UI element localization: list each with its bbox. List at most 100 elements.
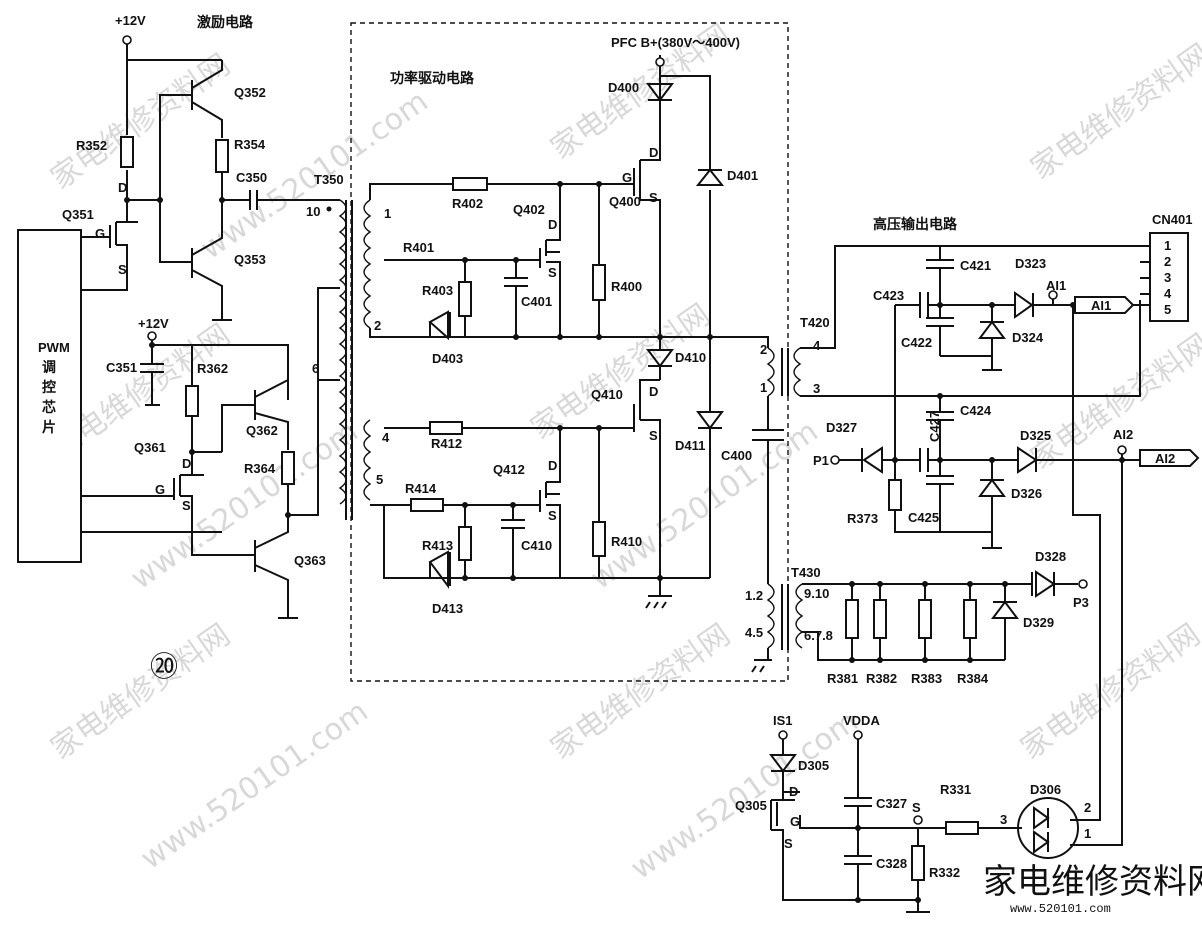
component-label: 1 <box>1084 826 1091 841</box>
component-label: 2 <box>760 342 767 357</box>
component-label: Q362 <box>246 423 278 438</box>
watermark-url: www.520101.com <box>625 704 865 887</box>
component-label: R403 <box>422 283 453 298</box>
component-label: 1 <box>384 206 391 221</box>
component-label: R410 <box>611 534 642 549</box>
figure-number: ⑳ <box>150 650 178 683</box>
component-label: 2 <box>374 318 381 333</box>
component-label: 4.5 <box>745 625 763 640</box>
watermark-cn: 家电维修资料网 <box>1015 617 1202 766</box>
excite-circuit: +12V R352 Q352 R354 C350 Q353 Q351 D G S… <box>62 13 340 683</box>
rail-12v: +12V <box>115 13 146 28</box>
component-label: R373 <box>847 511 878 526</box>
component-label: D305 <box>798 758 829 773</box>
component-label: G <box>790 814 800 829</box>
component-label: CN401 <box>1152 212 1192 227</box>
component-label: S <box>182 498 191 513</box>
component-label: R400 <box>611 279 642 294</box>
component-label: D <box>649 145 658 160</box>
component-label: T350 <box>314 172 344 187</box>
component-label: G <box>622 170 632 185</box>
watermark-cn: 家电维修资料网 <box>545 617 737 766</box>
component-label: C423 <box>873 288 904 303</box>
component-label: 1 <box>760 380 767 395</box>
pfc-label: PFC B+(380V～400V) <box>611 35 740 50</box>
ic-char: 调 <box>42 360 56 376</box>
ic-char: 片 <box>42 419 56 436</box>
pwm-text: PWM <box>38 340 70 355</box>
component-label: Q361 <box>134 440 166 455</box>
component-label: R381 <box>827 671 858 686</box>
component-label: C425 <box>908 510 939 525</box>
component-label: 5 <box>376 472 383 487</box>
hv-output-circuit: C421 D323 C423 C422 D324 AI1 AI1 CN401 1… <box>813 212 1200 846</box>
title-hv-output: 高压输出电路 <box>873 216 958 233</box>
t430-transformer: T430 1.2 4.5 9.10 6.7.8 D328 P3 D329 R38… <box>745 549 1089 686</box>
component-label: VDDA <box>843 713 880 728</box>
protection-circuit: IS1 D305 Q305 D G S VDDA C327 C328 S R33… <box>735 713 1091 913</box>
component-label: Q363 <box>294 553 326 568</box>
component-label: AI1 <box>1046 278 1066 293</box>
component-label: 5 <box>1164 302 1171 317</box>
component-label: S <box>649 190 658 205</box>
component-label: R362 <box>197 361 228 376</box>
ic-char: 芯 <box>42 399 56 416</box>
component-label: D <box>548 458 557 473</box>
component-label: D325 <box>1020 428 1051 443</box>
component-label: D410 <box>675 350 706 365</box>
upper-drive: R402 R401 R403 C401 Q402 D S R400 D403 Q… <box>369 55 758 506</box>
component-label: AI1 <box>1091 298 1111 313</box>
component-label: R384 <box>957 671 989 686</box>
rail-12v-b: +12V <box>138 316 169 331</box>
component-label: D <box>789 784 798 799</box>
component-label: Q410 <box>591 387 623 402</box>
t420-transformer: C400 2 1 4 3 T420 <box>710 245 1150 584</box>
component-label: D329 <box>1023 615 1054 630</box>
component-label: D413 <box>432 601 463 616</box>
pwm-chip: PWM 调 控 芯 片 <box>17 229 82 563</box>
component-label: R402 <box>452 196 483 211</box>
component-label: R331 <box>940 782 971 797</box>
component-label: D401 <box>727 168 758 183</box>
component-label: R354 <box>234 137 266 152</box>
component-label: P3 <box>1073 595 1089 610</box>
component-label: G <box>155 482 165 497</box>
component-label: Q352 <box>234 85 266 100</box>
component-label: D <box>182 456 191 471</box>
component-label: D403 <box>432 351 463 366</box>
component-label: C424 <box>960 403 992 418</box>
component-label: 6 <box>312 361 319 376</box>
component-label: C327 <box>876 796 907 811</box>
component-label: S <box>548 265 557 280</box>
component-label: D <box>548 217 557 232</box>
component-label: S <box>548 508 557 523</box>
component-label: Q353 <box>234 252 266 267</box>
component-label: 2 <box>1084 800 1091 815</box>
component-label: C410 <box>521 538 552 553</box>
component-label: S <box>784 836 793 851</box>
title-power-drive: 功率驱动电路 <box>390 70 475 87</box>
watermark-cn: 家电维修资料网 <box>525 297 717 446</box>
component-label: R332 <box>929 865 960 880</box>
component-label: D326 <box>1011 486 1042 501</box>
component-label: 3 <box>813 381 820 396</box>
component-label: AI2 <box>1113 427 1133 442</box>
logo-url: www.520101.com <box>1010 902 1111 916</box>
component-label: R352 <box>76 138 107 153</box>
component-label: G <box>95 226 105 241</box>
component-label: Q400 <box>609 194 641 209</box>
component-label: 1 <box>1164 238 1171 253</box>
component-label: AI2 <box>1155 451 1175 466</box>
component-label: 3 <box>1164 270 1171 285</box>
component-label: D <box>118 180 127 195</box>
component-label: P1 <box>813 453 829 468</box>
component-label: 4 <box>382 430 390 445</box>
component-label: T420 <box>800 315 830 330</box>
component-label: R364 <box>244 461 276 476</box>
component-label: R382 <box>866 671 897 686</box>
title-excite: 激励电路 <box>197 14 254 31</box>
ic-char: 控 <box>42 379 56 396</box>
watermark-cn: 家电维修资料网 <box>1025 327 1202 476</box>
component-label: T430 <box>791 565 821 580</box>
